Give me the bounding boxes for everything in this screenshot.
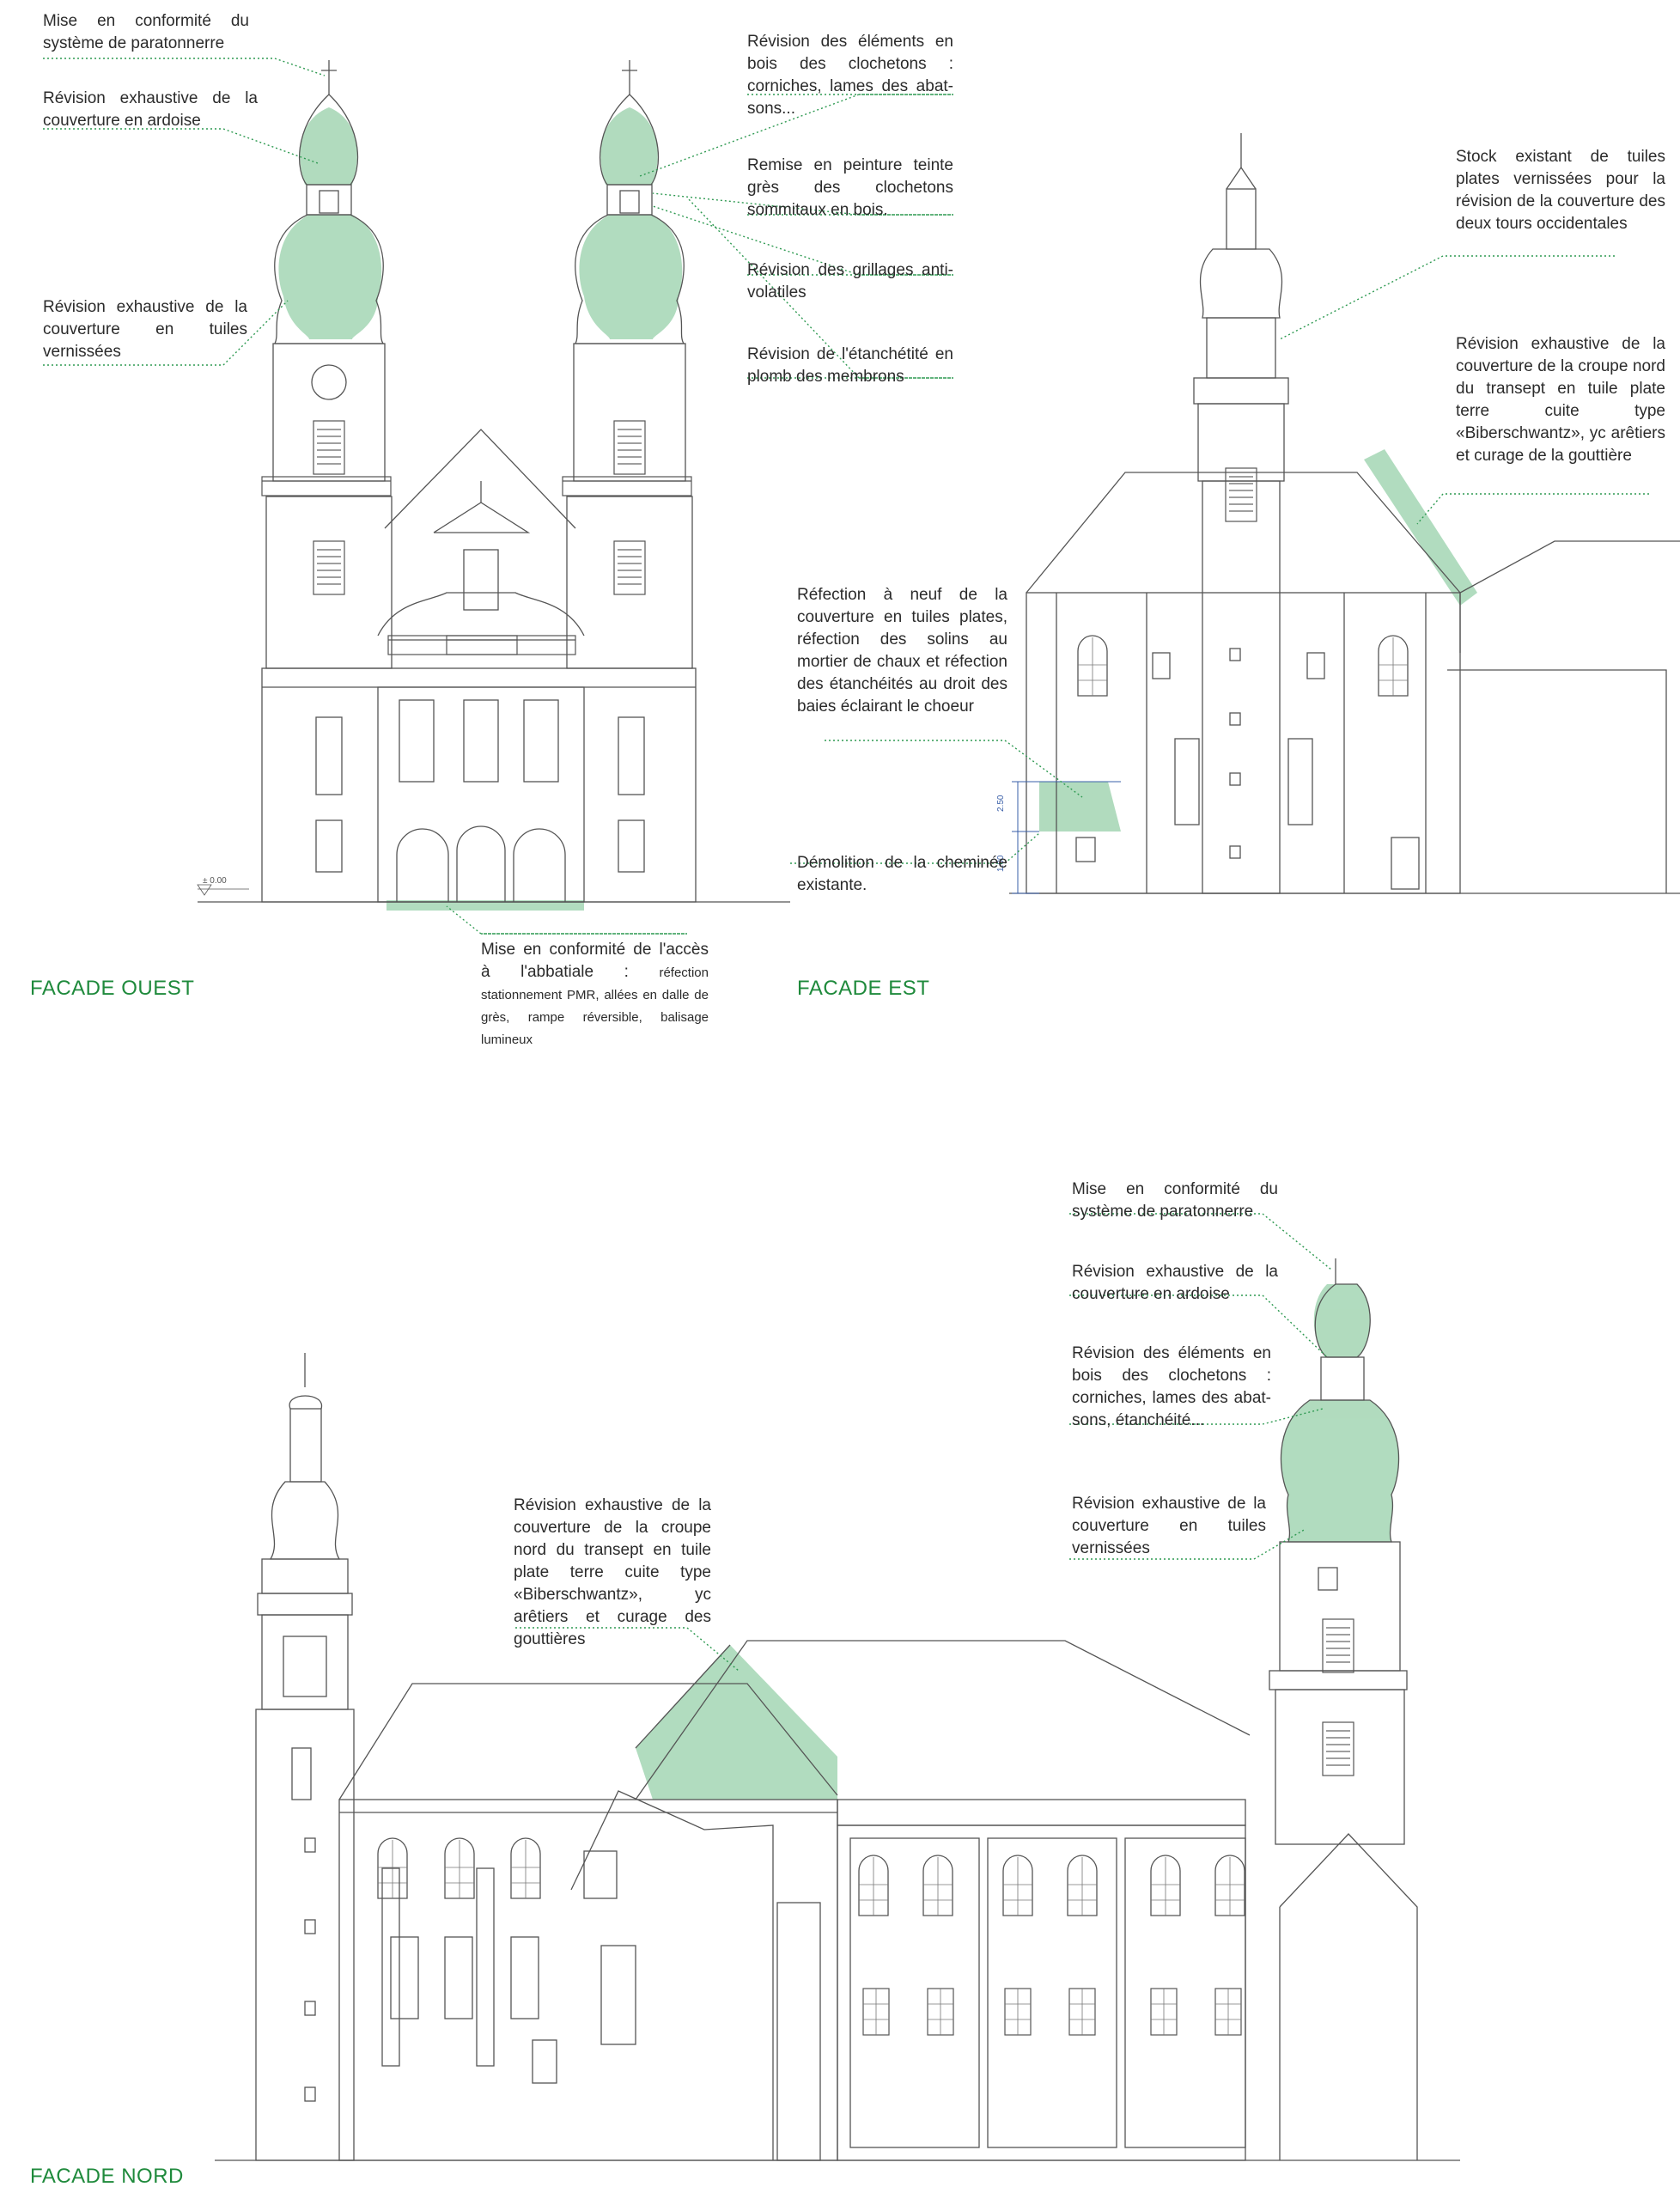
title-facade-nord: FACADE NORD (30, 2165, 184, 2188)
nord-highlights (636, 1284, 1399, 1800)
ouest-annotation-paratonnerre: Mise en conformité du système de paraton… (43, 12, 249, 52)
est-annotation-refection: Réfection à neuf de la couverture en tui… (797, 586, 1007, 716)
ouest-leader-lines (43, 58, 953, 935)
dimension-upper: 2.50 (996, 795, 1006, 812)
ouest-annotation-grillages: Révision des grillages anti-volatiles (747, 261, 953, 302)
ouest-annotation-peinture: Remise en peinture teinte grès des cloch… (747, 156, 953, 219)
title-facade-est: FACADE EST (797, 977, 930, 1000)
nord-annotation-ardoise: Révision exhaustive de la couverture en … (1072, 1263, 1278, 1303)
nord-leader-lines (515, 1213, 1332, 1672)
ouest-acces-main: Mise en conformité de l'accès à l'abbati… (481, 941, 709, 981)
nord-annotation-tuiles: Révision exhaustive de la couverture en … (1072, 1495, 1266, 1557)
est-highlights (1039, 449, 1477, 831)
ouest-annotation-ardoise: Révision exhaustive de la couverture en … (43, 89, 258, 130)
nord-annotation-croupe: Révision exhaustive de la couverture de … (514, 1496, 711, 1648)
ouest-annotation-etancheite: Révision de l'étanchétité en plomb des m… (747, 345, 953, 386)
facade-nord-drawing (215, 1258, 1460, 2161)
level-mark: ± 0.00 (203, 876, 227, 886)
ouest-acces-detail: réfection stationnement PMR, allées en d… (481, 965, 709, 1047)
est-leader-lines (790, 255, 1649, 864)
ouest-annotation-acces: Mise en conformité de l'accès à l'abbati… (481, 939, 709, 1051)
nord-annotation-paratonnerre: Mise en conformité du système de paraton… (1072, 1180, 1278, 1221)
ouest-annotation-bois: Révision des éléments en bois des cloche… (747, 33, 953, 118)
est-annotation-croupe: Révision exhaustive de la couverture de … (1456, 335, 1665, 465)
title-facade-ouest: FACADE OUEST (30, 977, 195, 1000)
est-annotation-demolition: Démolition de la cheminée existante. (797, 854, 1007, 894)
ouest-highlights (278, 107, 683, 911)
facade-ouest-drawing (197, 60, 790, 911)
facade-est-drawing (1009, 133, 1680, 894)
nord-annotation-bois: Révision des éléments en bois des cloche… (1072, 1344, 1271, 1429)
est-annotation-stock: Stock existant de tuiles plates vernissé… (1456, 148, 1665, 233)
ouest-annotation-tuiles: Révision exhaustive de la couverture en … (43, 298, 247, 361)
